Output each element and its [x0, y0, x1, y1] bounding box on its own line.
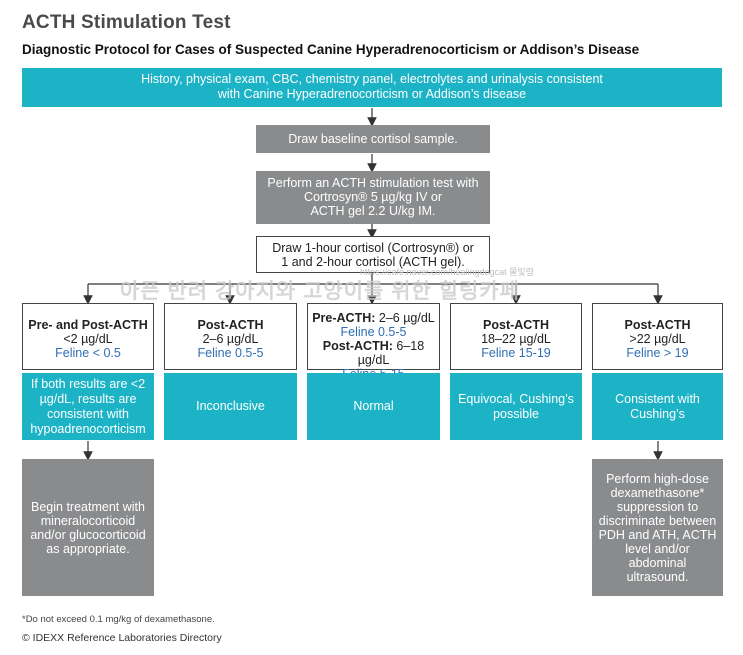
- draw-line-2: 1 and 2-hour cortisol (ACTH gel).: [281, 255, 465, 269]
- post-acth-label: Post-ACTH:: [322, 339, 393, 353]
- page-subtitle: Diagnostic Protocol for Cases of Suspect…: [22, 42, 640, 57]
- outcome-text: If both results are <2 µg/dL, results ar…: [30, 376, 146, 436]
- outcome-inconclusive: Inconclusive: [164, 373, 297, 440]
- result-heading: Pre- and Post-ACTH: [28, 318, 148, 332]
- followup-treatment-text: Begin treatment with mineralocorticoid a…: [30, 499, 146, 556]
- result-range: 18–22 µg/dL: [481, 332, 551, 346]
- followup-dexamethasone-text: Perform high-dose dexamethasone* suppres…: [598, 471, 717, 584]
- outcome-text: Inconclusive: [196, 399, 265, 413]
- result-range: 2–6 µg/dL: [202, 332, 259, 346]
- followup-treatment: Begin treatment with mineralocorticoid a…: [22, 459, 154, 596]
- baseline-step-text: Draw baseline cortisol sample.: [288, 132, 458, 146]
- result-range: >22 µg/dL: [629, 332, 686, 346]
- result-feline: Feline 15-19: [481, 346, 551, 360]
- result-box-inconclusive: Post-ACTH 2–6 µg/dL Feline 0.5-5: [164, 303, 297, 370]
- criteria-banner: History, physical exam, CBC, chemistry p…: [22, 68, 722, 107]
- watermark-text: 아픈 반려 강아지와 고양이를 위한 힐링카페: [120, 280, 520, 303]
- outcome-text: Consistent with Cushing’s: [615, 391, 700, 421]
- result-feline: Feline 0.5-5: [197, 346, 264, 360]
- outcome-cushings: Consistent with Cushing’s: [592, 373, 723, 440]
- pre-acth-feline: Feline 0.5-5: [340, 325, 407, 339]
- followup-dexamethasone: Perform high-dose dexamethasone* suppres…: [592, 459, 723, 596]
- result-box-cushings: Post-ACTH >22 µg/dL Feline > 19: [592, 303, 723, 370]
- pre-acth-line: Pre-ACTH: 2–6 µg/dL: [308, 311, 439, 325]
- result-feline: Feline < 0.5: [55, 346, 121, 360]
- result-heading: Post-ACTH: [483, 318, 549, 332]
- footnote: *Do not exceed 0.1 mg/kg of dexamethason…: [22, 614, 215, 625]
- result-feline: Feline > 19: [626, 346, 689, 360]
- stimulation-step: Perform an ACTH stimulation test with Co…: [256, 171, 490, 224]
- outcome-equivocal: Equivocal, Cushing’s possible: [450, 373, 582, 440]
- outcome-text: Equivocal, Cushing’s possible: [458, 391, 574, 421]
- page-title: ACTH Stimulation Test: [22, 12, 231, 33]
- post-acth-range: 6–18 µg/dL: [357, 339, 425, 367]
- banner-line-2: with Canine Hyperadrenocorticism or Addi…: [217, 87, 527, 101]
- outcome-normal: Normal: [307, 373, 440, 440]
- result-box-low: Pre- and Post-ACTH <2 µg/dL Feline < 0.5: [22, 303, 154, 370]
- copyright: © IDEXX Reference Laboratories Directory: [22, 632, 222, 644]
- pre-acth-range: 2–6 µg/dL: [375, 311, 435, 325]
- result-heading: Post-ACTH: [624, 318, 691, 332]
- outcome-hypoadrenocorticism: If both results are <2 µg/dL, results ar…: [22, 373, 154, 440]
- result-box-equivocal: Post-ACTH 18–22 µg/dL Feline 15-19: [450, 303, 582, 370]
- stimulation-line-1: Perform an ACTH stimulation test with: [267, 176, 479, 190]
- pre-acth-label: Pre-ACTH:: [312, 311, 376, 325]
- result-range: <2 µg/dL: [63, 332, 113, 346]
- stimulation-line-2: Cortrosyn® 5 µg/kg IV or: [304, 190, 442, 204]
- draw-cortisol-step: Draw 1-hour cortisol (Cortrosyn®) or 1 a…: [256, 236, 490, 273]
- post-acth-line: Post-ACTH: 6–18 µg/dL: [308, 339, 439, 367]
- watermark-url: https://cafe.naver.com/healingdogcat 물빛령: [360, 267, 534, 277]
- result-box-normal: Pre-ACTH: 2–6 µg/dL Feline 0.5-5 Post-AC…: [307, 303, 440, 381]
- outcome-text: Normal: [353, 399, 394, 413]
- result-heading: Post-ACTH: [197, 318, 264, 332]
- stimulation-line-3: ACTH gel 2.2 U/kg IM.: [310, 204, 436, 218]
- draw-line-1: Draw 1-hour cortisol (Cortrosyn®) or: [272, 241, 474, 255]
- banner-line-1: History, physical exam, CBC, chemistry p…: [141, 72, 603, 86]
- baseline-step: Draw baseline cortisol sample.: [256, 125, 490, 153]
